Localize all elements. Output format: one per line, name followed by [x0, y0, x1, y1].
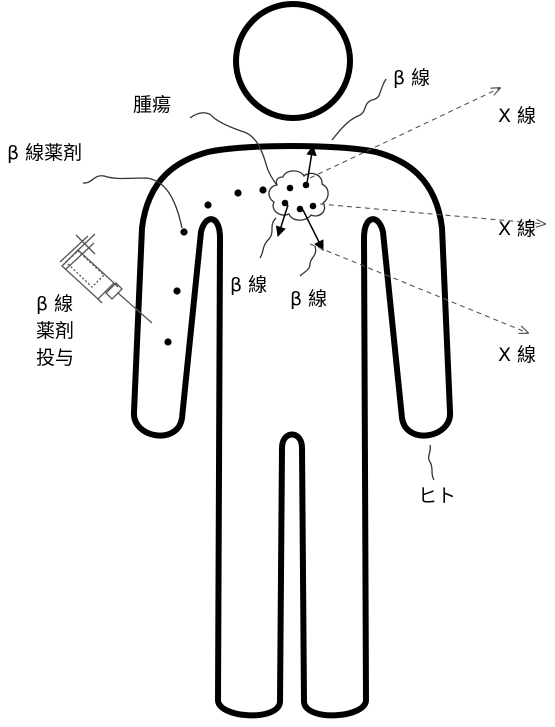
label-beta-admin-line2: 薬剤	[36, 318, 74, 345]
label-x-ray-2: X 線	[498, 220, 536, 239]
drug-dot	[164, 338, 171, 345]
leader-beta-right	[300, 246, 316, 276]
drug-dot	[180, 228, 187, 235]
drug-dot	[173, 287, 180, 294]
leader-human	[429, 445, 434, 480]
label-x-ray-1: X 線	[498, 107, 536, 126]
drug-dot	[259, 186, 266, 193]
tumor-dot	[303, 182, 310, 189]
drug-dot	[234, 189, 241, 196]
label-human: ヒト	[418, 487, 456, 506]
head-outline	[236, 4, 350, 118]
label-beta-drug: β 線薬剤	[7, 144, 82, 163]
label-beta-admin-line1: β 線	[36, 291, 74, 318]
label-beta-ray-top: β 線	[393, 69, 430, 88]
label-tumor: 腫瘍	[133, 96, 171, 115]
x-ray-arrow-3	[310, 244, 528, 333]
label-x-ray-3: X 線	[498, 346, 536, 365]
label-beta-admin: β 線 薬剤 投与	[36, 291, 74, 372]
label-beta-ray-left: β 線	[230, 276, 267, 295]
tumor-dot	[310, 203, 317, 210]
label-beta-ray-right: β 線	[290, 290, 327, 309]
leader-beta-left	[260, 218, 276, 258]
tumor-dot	[297, 206, 304, 213]
tumor-cloud	[269, 171, 328, 220]
drug-dot	[204, 201, 211, 208]
leader-beta-drug	[83, 176, 182, 228]
tumor-dot	[287, 185, 294, 192]
drug-dots	[164, 186, 266, 345]
label-beta-admin-line3: 投与	[36, 345, 74, 372]
